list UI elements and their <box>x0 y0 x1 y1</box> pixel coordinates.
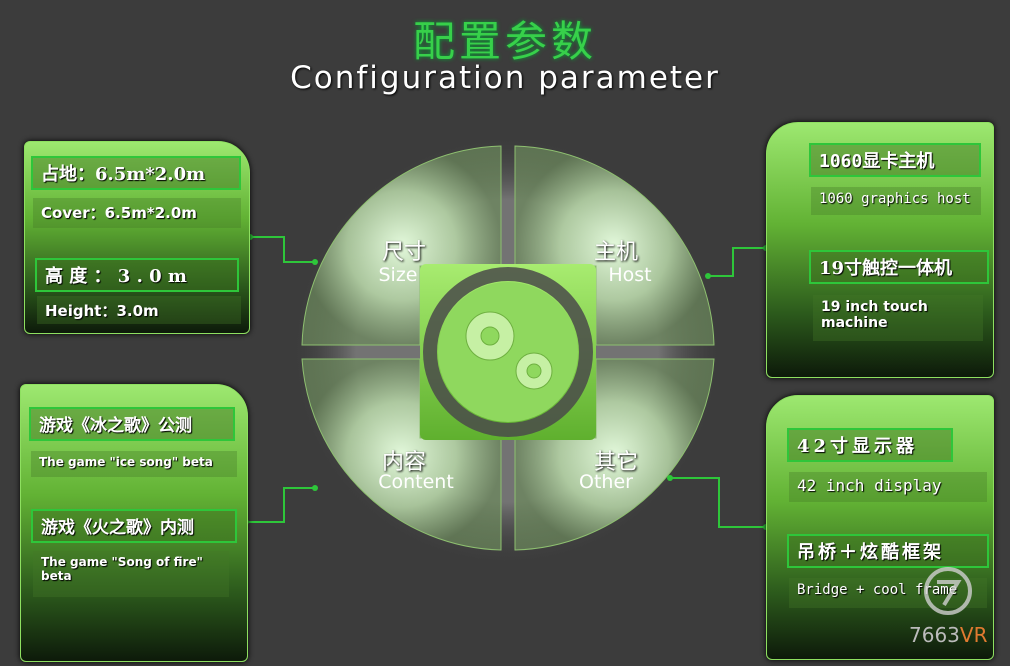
content-panel: 游戏《冰之歌》公测 The game "ice song" beta 游戏《火之… <box>20 384 248 662</box>
page-title-en: Configuration parameter <box>290 60 720 96</box>
wheel-quadrant-content <box>301 358 502 551</box>
wheel-quadrant-other <box>514 358 715 551</box>
brand-logo-icon <box>924 567 972 615</box>
wheel-label-content-cn: 内容 <box>381 450 426 475</box>
host-item2-cn: 19寸触控一体机 <box>809 250 989 284</box>
wheel-label-size-en: Size <box>378 264 418 286</box>
host-panel: 1060显卡主机 1060 graphics host 19寸触控一体机 19 … <box>766 122 994 378</box>
wheel-label-size-cn: 尺寸 <box>381 240 426 265</box>
size-item1-cn: 占地：6.5m*2.0m <box>31 156 241 190</box>
size-item1-en: Cover：6.5m*2.0m <box>33 198 241 228</box>
config-wheel <box>291 138 723 567</box>
brand-text-a: 7663 <box>909 623 960 647</box>
size-item2-en: Height：3.0m <box>37 296 241 324</box>
size-item2-cn: 高 度 ： 3 . 0 m <box>35 258 239 292</box>
wheel-label-host-cn: 主机 <box>593 240 638 265</box>
brand-text-b: VR <box>959 623 988 647</box>
wheel-quadrant-size <box>301 145 502 346</box>
content-item2-en: The game "Song of fire" beta <box>33 551 229 597</box>
other-item1-en: 42 inch display <box>789 472 987 502</box>
wheel-quadrant-host <box>514 145 715 346</box>
wheel-label-host-en: Host <box>608 264 652 286</box>
brand-watermark: 7663VR <box>909 623 987 647</box>
host-item1-cn: 1060显卡主机 <box>809 143 981 177</box>
content-item1-cn: 游戏《冰之歌》公测 <box>29 407 235 441</box>
other-item2-en: Bridge + cool frame <box>789 578 987 608</box>
gear-icon <box>465 311 553 390</box>
wheel-label-other-en: Other <box>579 471 633 493</box>
content-item1-en: The game "ice song" beta <box>31 451 237 477</box>
content-item2-cn: 游戏《火之歌》内测 <box>31 509 237 543</box>
page-title-cn: 配置参数 <box>412 17 597 66</box>
other-item1-cn: 42寸显示器 <box>787 428 953 462</box>
host-item1-en: 1060 graphics host <box>811 187 981 215</box>
wheel-label-other-cn: 其它 <box>593 450 638 475</box>
host-item2-en: 19 inch touch machine <box>813 295 983 341</box>
wheel-label-content-en: Content <box>378 471 454 493</box>
size-panel: 占地：6.5m*2.0m Cover：6.5m*2.0m 高 度 ： 3 . 0… <box>24 141 250 334</box>
other-item2-cn: 吊桥＋炫酷框架 <box>787 534 989 568</box>
other-panel: 42寸显示器 42 inch display 吊桥＋炫酷框架 Bridge + … <box>766 395 994 660</box>
